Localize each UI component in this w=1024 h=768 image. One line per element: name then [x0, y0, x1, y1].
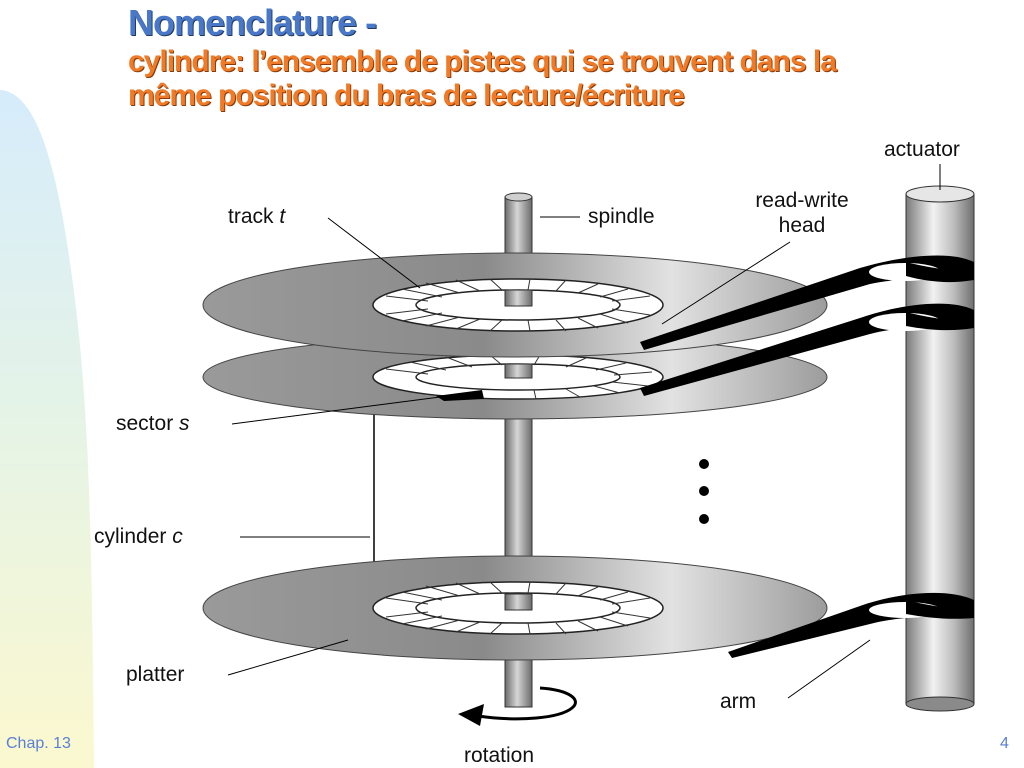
ellipsis-dot [699, 459, 709, 469]
label-track: track t [228, 205, 286, 228]
decorative-band [0, 90, 94, 768]
arm-middle [640, 303, 974, 396]
page-number: 4 [1000, 735, 1009, 752]
track-ticks-bottom [385, 581, 651, 635]
ellipsis-dot [699, 514, 709, 524]
spindle-segment-bottom [504, 593, 533, 611]
slide-subtitle-line1: cylindre: l’ensemble de pistes qui se tr… [128, 45, 837, 78]
actuator-bottom [905, 696, 975, 712]
spindle-segment-top [504, 289, 533, 307]
spindle-top [504, 192, 533, 202]
footer-chapter: Chap. 13 [6, 735, 71, 752]
track-ticks-top [385, 278, 651, 332]
spindle-segment-middle [504, 363, 533, 379]
slide-subtitle-line2: même position du bras de lecture/écritur… [128, 79, 685, 112]
label-actuator: actuator [884, 138, 960, 161]
label-sector: sector s [116, 412, 190, 435]
ellipsis-dot [699, 486, 709, 496]
arm-top [640, 255, 974, 350]
slide-title: Nomenclature - [128, 2, 377, 43]
label-read-write-head: read-write head [755, 189, 849, 237]
leader-lines [227, 164, 941, 699]
label-rotation: rotation [464, 744, 535, 767]
arm-bottom [728, 592, 974, 658]
label-arm: arm [720, 690, 757, 713]
label-spindle: spindle [588, 205, 655, 228]
rotation-arrow-icon [458, 686, 577, 726]
sector-highlight [436, 390, 484, 401]
label-cylinder: cylinder c [94, 525, 183, 548]
label-platter: platter [126, 663, 185, 686]
